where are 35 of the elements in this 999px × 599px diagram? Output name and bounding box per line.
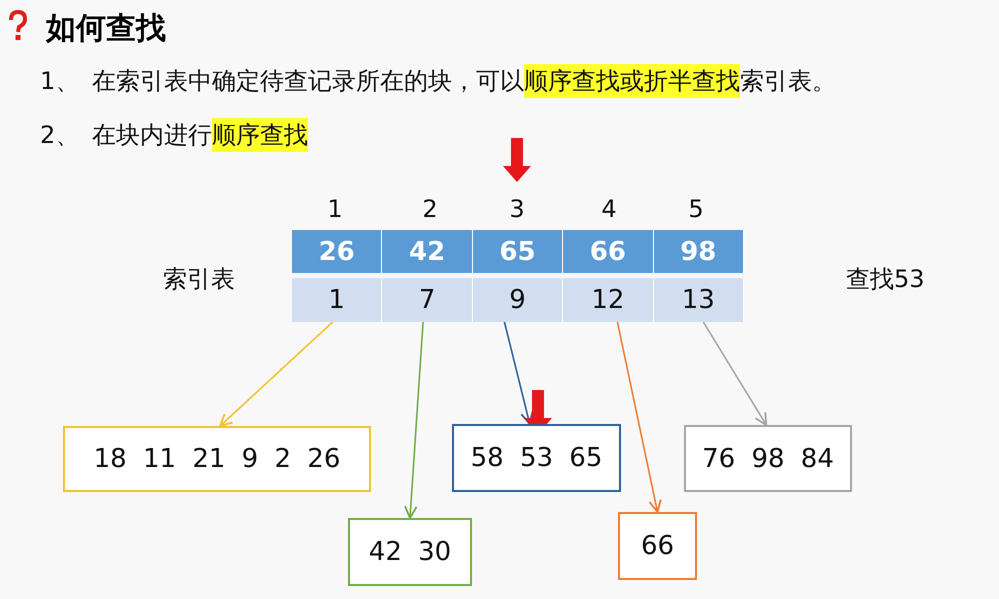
column-number: 3	[508, 194, 526, 225]
address-cell: 9	[472, 278, 564, 322]
column-number: 2	[421, 194, 439, 225]
key-cell: 66	[563, 230, 654, 273]
instruction-text: 2、	[40, 120, 80, 151]
arrow	[616, 322, 662, 513]
arrow	[702, 322, 768, 426]
key-cell: 65	[472, 230, 564, 273]
address-cell: 7	[382, 278, 473, 322]
instruction-text: 1、	[40, 66, 80, 97]
column-number: 1	[326, 194, 344, 225]
instruction-text: 索引表。	[740, 66, 836, 97]
key-cell: 42	[382, 230, 473, 273]
table-label: 索引表	[163, 264, 235, 295]
block-box: 76 98 84	[684, 425, 852, 492]
address-cell: 13	[654, 278, 744, 322]
block-box: 58 53 65	[452, 424, 621, 492]
title: 如何查找	[46, 10, 166, 48]
column-number: 4	[600, 194, 618, 225]
arrow	[219, 321, 334, 427]
highlighted-text: 顺序查找或折半查找	[524, 64, 740, 98]
instruction-text: 在索引表中确定待查记录所在的块，可以	[92, 66, 524, 97]
table-label: 查找53	[846, 264, 925, 295]
key-cell: 98	[654, 230, 744, 273]
key-cell: 26	[292, 230, 382, 273]
highlighted-text: 顺序查找	[212, 118, 308, 152]
block-box: 42 30	[348, 518, 472, 586]
address-cell: 1	[292, 278, 382, 322]
block-box: 18 11 21 9 2 26	[63, 426, 371, 492]
block-box: 66	[618, 512, 697, 580]
arrow	[504, 322, 534, 425]
instruction-text: 在块内进行	[92, 120, 212, 151]
arrow	[404, 322, 424, 519]
column-number: 5	[687, 194, 705, 225]
address-cell: 12	[563, 278, 654, 322]
